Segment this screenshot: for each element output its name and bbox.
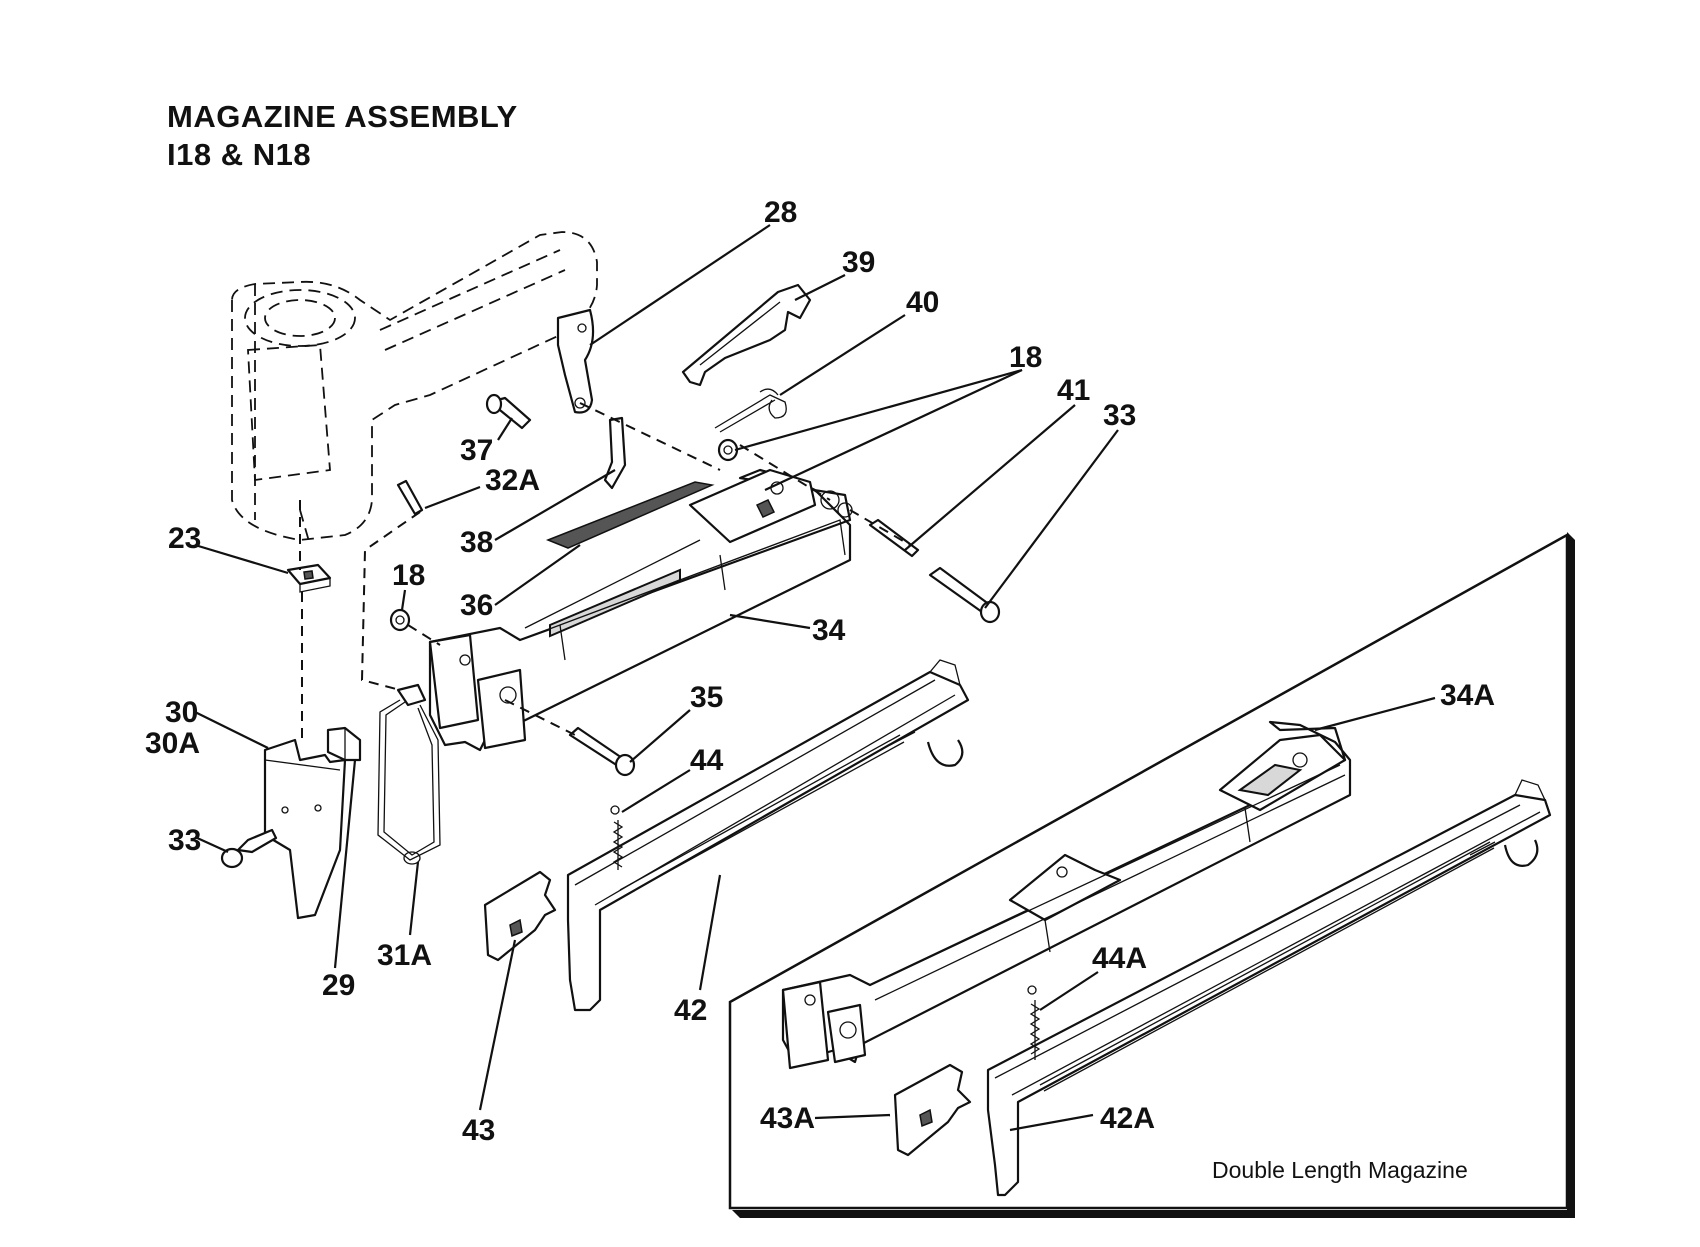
part-44A-pusher-spring — [1027, 985, 1041, 1060]
inset-caption: Double Length Magazine — [1212, 1157, 1468, 1183]
part-42A-double-pusher-track — [986, 779, 1552, 1197]
part-40-torsion-spring — [714, 388, 787, 433]
leader-lines — [194, 224, 1436, 1132]
page-subtitle: I18 & N18 — [167, 137, 312, 172]
callout-32A: 32A — [485, 464, 540, 497]
callout-29: 29 — [322, 969, 355, 1002]
assembly-lines — [299, 402, 911, 745]
callout-30: 30 — [165, 696, 198, 729]
callout-35: 35 — [690, 681, 723, 714]
callout-33-upper: 33 — [1103, 399, 1136, 432]
callout-31A: 31A — [377, 939, 432, 972]
callout-28: 28 — [764, 196, 797, 229]
part-28-trigger-bracket — [556, 308, 595, 414]
part-18-nut-lower — [389, 608, 411, 632]
part-31A-wire-latch — [377, 683, 441, 865]
part-23-nut-plate — [286, 563, 332, 593]
title-block: MAGAZINE ASSEMBLY I18 & N18 — [167, 98, 518, 174]
part-42-pusher-track — [566, 659, 970, 1012]
callout-30A: 30A — [145, 727, 200, 760]
part-33-long-screw — [928, 566, 1001, 624]
part-44-pusher-spring — [610, 805, 624, 870]
page-title: MAGAZINE ASSEMBLY — [167, 99, 518, 134]
part-32A-pin — [396, 479, 424, 516]
callout-23: 23 — [168, 522, 201, 555]
callout-44: 44 — [690, 744, 724, 777]
callout-37: 37 — [460, 434, 493, 467]
part-34A-double-magazine-housing — [781, 720, 1352, 1070]
callout-43A: 43A — [760, 1102, 815, 1135]
callout-18-lower: 18 — [392, 559, 425, 592]
inset-frame — [728, 532, 1575, 1218]
callout-34: 34 — [812, 614, 846, 647]
part-30-nose-piece — [263, 738, 347, 920]
callout-34A: 34A — [1440, 679, 1495, 712]
part-18-nut-top — [717, 438, 739, 462]
callout-42A: 42A — [1100, 1102, 1155, 1135]
part-33-short-screw — [220, 828, 278, 869]
callout-39: 39 — [842, 246, 875, 279]
callout-43: 43 — [462, 1114, 495, 1147]
callout-18-upper: 18 — [1009, 341, 1042, 374]
callout-41: 41 — [1057, 374, 1090, 407]
callout-36: 36 — [460, 589, 493, 622]
tool-body-phantom — [231, 231, 598, 546]
part-36-label-plate — [545, 481, 715, 549]
callout-40: 40 — [906, 286, 939, 319]
part-35-screw — [568, 726, 636, 777]
callout-33-lower: 33 — [168, 824, 201, 857]
part-39-safety-lever — [681, 283, 812, 387]
callout-42: 42 — [674, 994, 707, 1027]
callout-44A: 44A — [1092, 942, 1147, 975]
part-29-guide-block — [326, 726, 362, 762]
part-43A-pusher — [893, 1063, 972, 1157]
callout-38: 38 — [460, 526, 493, 559]
part-34-magazine-housing — [428, 468, 853, 752]
part-38-latch-pin — [603, 416, 627, 490]
part-41-pivot-pin — [868, 518, 920, 558]
callout-labels: 28 39 40 18 41 33 37 32A 23 38 18 36 34 … — [145, 196, 1495, 1183]
part-43-pusher — [483, 870, 557, 962]
